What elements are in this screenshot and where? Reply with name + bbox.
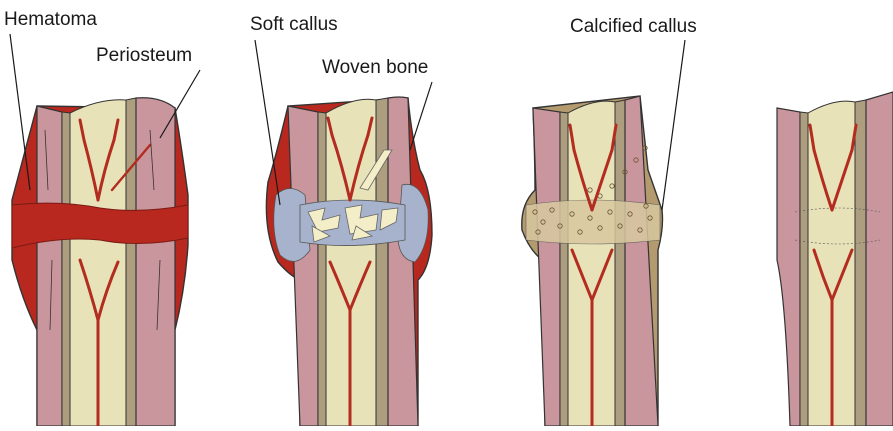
periosteum-left (37, 106, 62, 426)
cortex-right (376, 98, 388, 426)
stage-soft-callus (266, 97, 432, 426)
stage-hematoma (12, 98, 188, 426)
periosteum-left (533, 108, 560, 426)
stage-remodeled (777, 92, 893, 426)
leader-soft-callus (255, 40, 280, 205)
label-hematoma: Hematoma (4, 10, 97, 29)
label-soft-callus: Soft callus (250, 15, 338, 34)
periosteum-left (777, 108, 800, 426)
leader-hematoma (10, 34, 30, 190)
leader-calcified-callus (662, 40, 685, 210)
leader-woven-bone (410, 82, 432, 150)
cortex-left (62, 112, 70, 426)
cortex-right (615, 100, 625, 426)
periosteum-right (866, 92, 893, 426)
cortex-left (560, 112, 568, 426)
cortex-left (318, 112, 326, 426)
stage-calcified-callus (522, 96, 663, 426)
label-calcified-callus: Calcified callus (570, 17, 697, 36)
cortex-left (800, 112, 808, 426)
cortex-right (855, 100, 866, 426)
label-periosteum: Periosteum (96, 46, 192, 65)
label-woven-bone: Woven bone (322, 58, 428, 77)
periosteum-right (136, 98, 175, 426)
cortex-right (126, 98, 136, 426)
